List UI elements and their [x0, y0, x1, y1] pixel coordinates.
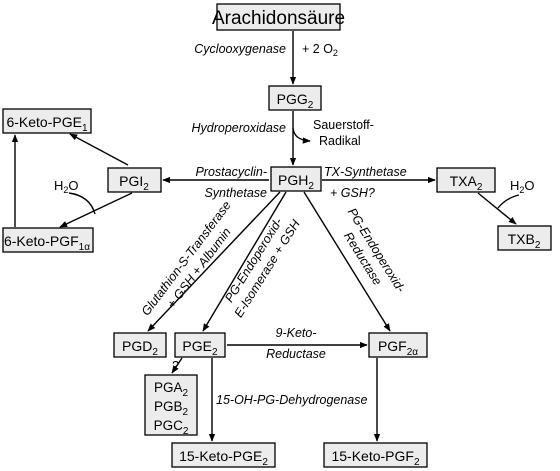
label-h2o-right-sub: 2: [519, 185, 524, 195]
node-6-keto-pgf1a-label: 6-Keto-PGF: [4, 233, 79, 249]
node-pgg2-sub: 2: [308, 100, 314, 111]
label-h2o-left-sub: 2: [63, 185, 68, 195]
node-arachidonsaeure-label: Arachidonsäure: [212, 8, 345, 29]
node-15-keto-pge2-sub: 2: [262, 457, 268, 468]
node-15-keto-pgf2-label: 15-Keto-PGF: [331, 448, 413, 464]
node-15-keto-pgf2: 15-Keto-PGF2: [323, 442, 428, 468]
arrow-pgh2-to-pgd2: [147, 191, 281, 332]
node-pge2: PGE2: [174, 332, 226, 358]
node-pgb2-label: PGB: [154, 399, 183, 414]
node-6-keto-pge1-sub: 1: [82, 123, 88, 134]
node-pgh2-label: PGH: [278, 172, 308, 188]
label-h2o-right-end: O: [524, 178, 534, 193]
label-glutathion-line1: Glutathion-S-Transferase: [139, 198, 234, 318]
svg-text:+ 2 O2: + 2 O2: [302, 42, 338, 58]
node-15-keto-pge2: 15-Keto-PGE2: [171, 442, 276, 468]
svg-text:PGD2: PGD2: [122, 338, 158, 358]
arrow-pge2-to-pga2: [171, 357, 183, 374]
node-txb2: TXB2: [497, 225, 552, 251]
svg-text:PGI2: PGI2: [119, 173, 149, 193]
arrow-pgi2-to-6-keto-pge1: [69, 133, 129, 166]
label-question-mark: ?: [172, 359, 179, 373]
label-sauerstoff-line2: Radikal: [319, 134, 361, 148]
label-prostacyclin-line2: Synthetase: [204, 186, 267, 200]
node-pgc2-label: PGC: [154, 418, 184, 433]
label-h2o-right: H: [510, 178, 519, 193]
label-sauerstoff-line1: Sauerstoff-: [313, 118, 374, 132]
svg-text:TXB2: TXB2: [508, 231, 541, 251]
arrow-sauerstoff-radikal: [292, 127, 311, 144]
node-6-keto-pge1-label: 6-Keto-PGE: [6, 114, 81, 130]
svg-text:15-Keto-PGF2: 15-Keto-PGF2: [331, 448, 419, 468]
node-pgf2a: PGF2α: [368, 332, 428, 358]
node-pgb2-sub: 2: [182, 407, 188, 418]
node-pgd2-sub: 2: [152, 347, 158, 358]
label-9-keto-line2: Reductase: [266, 347, 326, 361]
label-h2o-left: H: [54, 178, 63, 193]
node-txa2-sub: 2: [477, 182, 483, 193]
node-6-keto-pge1: 6-Keto-PGE1: [2, 108, 92, 134]
arrow-h2o-left: [68, 192, 96, 215]
label-plus-2-o2: + 2 O: [302, 42, 333, 56]
svg-text:PGG2: PGG2: [277, 91, 314, 111]
svg-text:PGF2α: PGF2α: [378, 338, 418, 358]
label-hydroperoxidase: Hydroperoxidase: [192, 121, 287, 135]
svg-text:15-Keto-PGE2: 15-Keto-PGE2: [179, 448, 268, 468]
label-9-keto-line1: 9-Keto-: [276, 326, 317, 340]
label-o2-sub: 2: [333, 48, 338, 58]
label-tx-synthetase-line1: TX-Synthetase: [324, 165, 407, 179]
arrow-txa2-to-txb2: [477, 192, 517, 225]
arrow-pgh2-to-pgf2a: [303, 191, 391, 332]
svg-text:6-Keto-PGE1: 6-Keto-PGE1: [6, 114, 87, 134]
node-pga2-pgb2-pgc2: PGA2 PGB2 PGC2: [144, 374, 198, 437]
svg-text:H2O: H2O: [54, 178, 79, 195]
node-pgc2-sub: 2: [183, 426, 189, 437]
node-pgi2: PGI2: [107, 167, 162, 193]
node-arachidonsaeure: Arachidonsäure: [212, 3, 345, 31]
node-pgh2: PGH2: [270, 166, 322, 192]
node-6-keto-pgf1a: 6-Keto-PGF1α: [2, 227, 94, 253]
node-pgf2a-sub: 2α: [407, 347, 419, 358]
label-cyclooxygenase: Cyclooxygenase: [194, 42, 286, 56]
node-pgh2-sub: 2: [308, 181, 314, 192]
node-pge2-label: PGE: [182, 338, 212, 354]
node-pgd2: PGD2: [113, 332, 167, 358]
label-h2o-left-end: O: [68, 178, 78, 193]
svg-text:H2O: H2O: [510, 178, 535, 195]
svg-text:PGC2: PGC2: [154, 418, 189, 437]
node-pgg2-label: PGG: [277, 91, 308, 107]
node-pgg2: PGG2: [268, 85, 322, 111]
label-tx-synthetase-line2: + GSH?: [330, 186, 375, 200]
node-pga2-sub: 2: [182, 388, 188, 399]
svg-text:PGB2: PGB2: [154, 399, 189, 418]
node-6-keto-pgf1a-sub: 1α: [79, 242, 91, 253]
node-pgf2a-label: PGF: [378, 338, 407, 354]
arrow-h2o-right: [497, 194, 520, 209]
svg-text:PGE2: PGE2: [182, 338, 218, 358]
node-15-keto-pgf2-sub: 2: [414, 457, 420, 468]
node-txa2: TXA2: [436, 167, 496, 193]
svg-text:PGH2: PGH2: [278, 172, 314, 192]
arrow-pgi2-to-6-keto-pgf1a: [59, 192, 133, 228]
node-txb2-sub: 2: [535, 240, 541, 251]
node-txb2-label: TXB: [508, 231, 535, 247]
node-pgi2-sub: 2: [143, 182, 149, 193]
node-pgd2-label: PGD: [122, 338, 152, 354]
svg-text:PGA2: PGA2: [154, 380, 189, 399]
node-txa2-label: TXA: [450, 173, 478, 189]
node-pga2-label: PGA: [154, 380, 183, 395]
node-15-keto-pge2-label: 15-Keto-PGE: [179, 448, 262, 464]
label-prostacyclin-line1: Prostacyclin-: [195, 165, 267, 179]
arrow-pgh2-to-pge2: [202, 191, 287, 332]
node-pge2-sub: 2: [212, 347, 218, 358]
node-pgi2-label: PGI: [119, 173, 143, 189]
svg-text:TXA2: TXA2: [450, 173, 483, 193]
svg-text:6-Keto-PGF1α: 6-Keto-PGF1α: [4, 233, 90, 253]
label-dehydrogenase: 15-OH-PG-Dehydrogenase: [216, 393, 368, 407]
